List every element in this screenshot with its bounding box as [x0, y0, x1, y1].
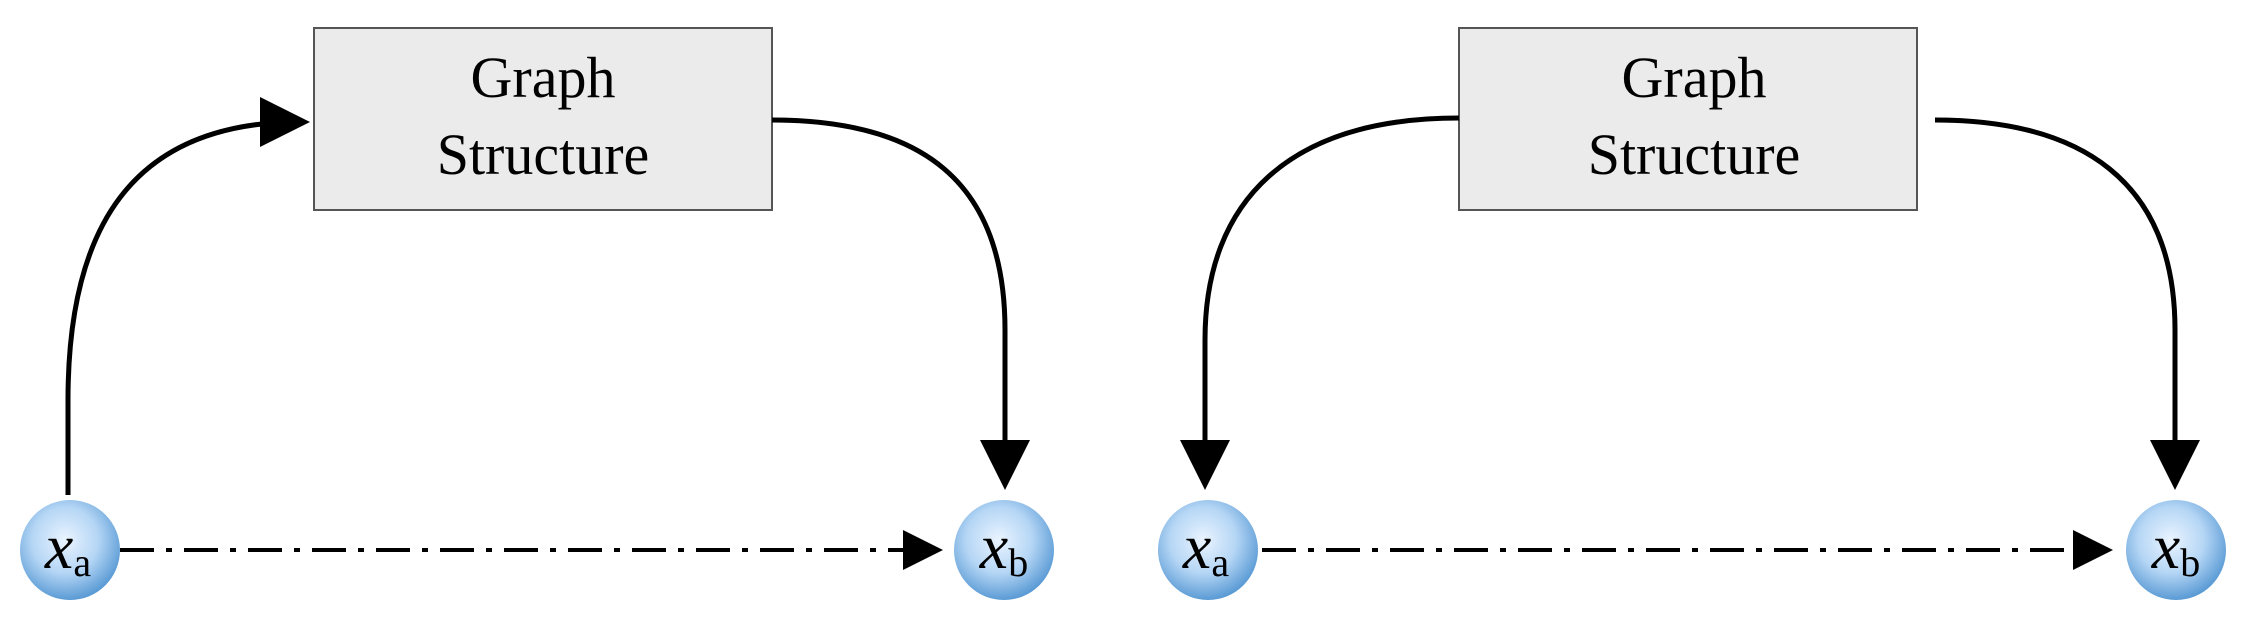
box-rect — [1458, 27, 1918, 211]
arrow-box-to-xb — [771, 117, 1030, 490]
node-sub: a — [1211, 540, 1229, 585]
arrow-box-to-xa — [1180, 115, 1460, 490]
node-var: x — [979, 511, 1008, 582]
arrow-box-to-xb — [1934, 117, 2200, 490]
node-xb: xb — [954, 500, 1054, 600]
node-label: xa — [1182, 511, 1229, 585]
node-var: x — [2151, 511, 2180, 582]
node-sub: a — [73, 540, 91, 585]
node-label: xa — [44, 511, 91, 585]
node-xa: xa — [20, 500, 120, 600]
node-xa: xa — [1158, 500, 1258, 600]
node-circle — [954, 500, 1054, 600]
node-circle — [20, 500, 120, 600]
box-label-line1: Graph — [471, 45, 616, 110]
node-var: x — [44, 511, 73, 582]
panel-right: Graph Structure xa xb — [1158, 27, 2226, 600]
graph-structure-box: Graph Structure — [1458, 27, 1918, 211]
node-circle — [2126, 500, 2226, 600]
node-circle — [1158, 500, 1258, 600]
box-label-line1: Graph — [1622, 45, 1767, 110]
node-var: x — [1182, 511, 1211, 582]
node-sub: b — [1008, 540, 1028, 585]
box-label-line2: Structure — [1588, 122, 1801, 187]
node-label: xb — [2151, 511, 2200, 585]
graph-structure-box: Graph Structure — [313, 27, 773, 211]
node-xb: xb — [2126, 500, 2226, 600]
node-sub: b — [2180, 540, 2200, 585]
node-label: xb — [979, 511, 1028, 585]
box-rect — [313, 27, 773, 211]
arrow-xa-to-box — [65, 97, 310, 495]
panel-left: Graph Structure xa xb — [20, 27, 1054, 600]
box-label-line2: Structure — [437, 122, 650, 187]
